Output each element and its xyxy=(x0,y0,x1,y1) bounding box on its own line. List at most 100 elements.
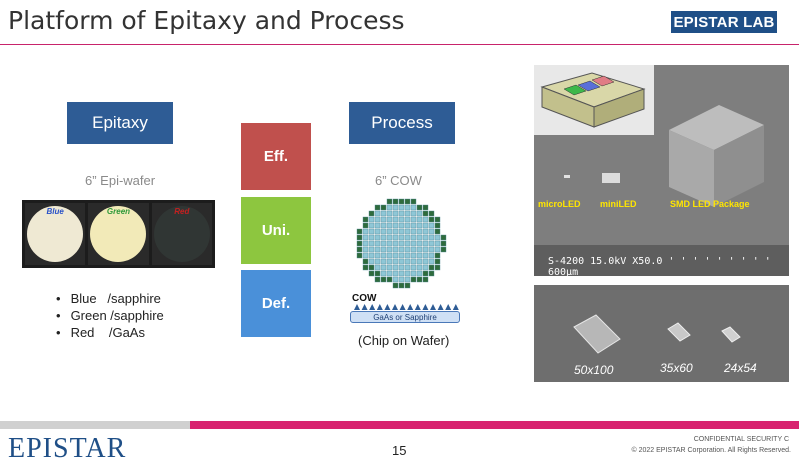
cow-die xyxy=(410,264,417,271)
cow-die xyxy=(416,210,423,217)
cow-die xyxy=(404,258,411,265)
cow-die xyxy=(380,252,387,259)
chip-mark xyxy=(430,304,436,310)
cow-die xyxy=(362,228,369,235)
chips-on-substrate xyxy=(354,304,459,310)
cow-die xyxy=(374,276,381,283)
cow-die xyxy=(392,234,399,241)
cow-die xyxy=(380,222,387,229)
cow-die xyxy=(362,258,369,265)
wafer-disc xyxy=(90,206,147,262)
cow-die xyxy=(398,228,405,235)
cow-die xyxy=(398,234,405,241)
cow-die xyxy=(362,216,369,223)
cow-die xyxy=(356,246,363,253)
cow-die xyxy=(368,228,375,235)
cow-die xyxy=(404,270,411,277)
wafer-tag: Blue xyxy=(46,207,64,216)
cow-die xyxy=(410,234,417,241)
cow-die xyxy=(386,216,393,223)
cow-die xyxy=(416,276,423,283)
cow-die xyxy=(398,210,405,217)
cow-die xyxy=(416,228,423,235)
cow-die xyxy=(440,246,447,253)
cow-die xyxy=(374,216,381,223)
cow-die xyxy=(374,252,381,259)
cow-die xyxy=(410,246,417,253)
cow-die xyxy=(392,204,399,211)
cow-die xyxy=(380,204,387,211)
epitaxy-header: Epitaxy xyxy=(67,102,173,144)
chip-mark xyxy=(414,304,421,310)
cow-die xyxy=(368,222,375,229)
cow-die xyxy=(398,222,405,229)
cow-die xyxy=(380,276,387,283)
cow-die xyxy=(392,264,399,271)
cow-die xyxy=(404,228,411,235)
cow-die xyxy=(356,240,363,247)
cow-die xyxy=(374,270,381,277)
cow-die xyxy=(434,216,441,223)
cow-die xyxy=(374,240,381,247)
cow-die xyxy=(422,258,429,265)
cow-die xyxy=(398,270,405,277)
cow-die xyxy=(410,210,417,217)
cow-die xyxy=(392,198,399,205)
cow-die xyxy=(380,270,387,277)
cow-die xyxy=(404,240,411,247)
cow-die xyxy=(362,264,369,271)
cow-die xyxy=(410,240,417,247)
cow-die xyxy=(410,198,417,205)
cow-die xyxy=(362,234,369,241)
cow-die xyxy=(362,252,369,259)
sem-label-miniled: miniLED xyxy=(600,199,637,209)
wafer-disc xyxy=(153,206,210,262)
cow-die xyxy=(386,240,393,247)
cow-die xyxy=(404,264,411,271)
cow-die xyxy=(374,246,381,253)
cow-die xyxy=(416,222,423,229)
cow-die xyxy=(416,264,423,271)
sem-scale-footer: S-4200 15.0kV X50.0 ' ' ' ' ' ' ' ' ' 60… xyxy=(548,256,771,278)
confidential-label: CONFIDENTIAL SECURITY C xyxy=(693,436,789,443)
cow-die xyxy=(416,270,423,277)
cow-die xyxy=(392,216,399,223)
cow-die xyxy=(368,264,375,271)
chip-on-wafer-note: (Chip on Wafer) xyxy=(358,333,450,348)
cow-die xyxy=(404,246,411,253)
cow-die xyxy=(416,246,423,253)
cow-die xyxy=(374,204,381,211)
cow-die xyxy=(410,276,417,283)
cow-die xyxy=(398,258,405,265)
cow-die xyxy=(386,234,393,241)
size-label-35x60: 35x60 xyxy=(660,361,693,375)
sem-scene xyxy=(534,65,789,276)
cow-die xyxy=(428,234,435,241)
cow-die xyxy=(392,252,399,259)
chip-mark xyxy=(399,304,406,310)
epi-wafer-photo: Blue Green Red xyxy=(22,200,215,268)
cow-die xyxy=(440,234,447,241)
cow-die xyxy=(374,210,381,217)
cow-die xyxy=(368,210,375,217)
cow-die xyxy=(386,246,393,253)
cow-die xyxy=(404,210,411,217)
cow-die xyxy=(434,222,441,229)
cow-die xyxy=(362,246,369,253)
cow-die xyxy=(356,234,363,241)
cow-die xyxy=(392,270,399,277)
cow-die xyxy=(416,258,423,265)
title-divider xyxy=(0,44,799,45)
chip-mark xyxy=(369,304,376,310)
cow-die xyxy=(434,252,441,259)
cow-die xyxy=(374,228,381,235)
cow-die xyxy=(422,222,429,229)
wafer-green: Green xyxy=(88,203,149,265)
cow-label: COW xyxy=(352,293,377,304)
cow-die xyxy=(368,258,375,265)
metric-uniformity: Uni. xyxy=(241,197,311,264)
cow-die xyxy=(374,258,381,265)
cow-die xyxy=(380,216,387,223)
page-number: 15 xyxy=(392,443,407,458)
cow-die xyxy=(422,210,429,217)
